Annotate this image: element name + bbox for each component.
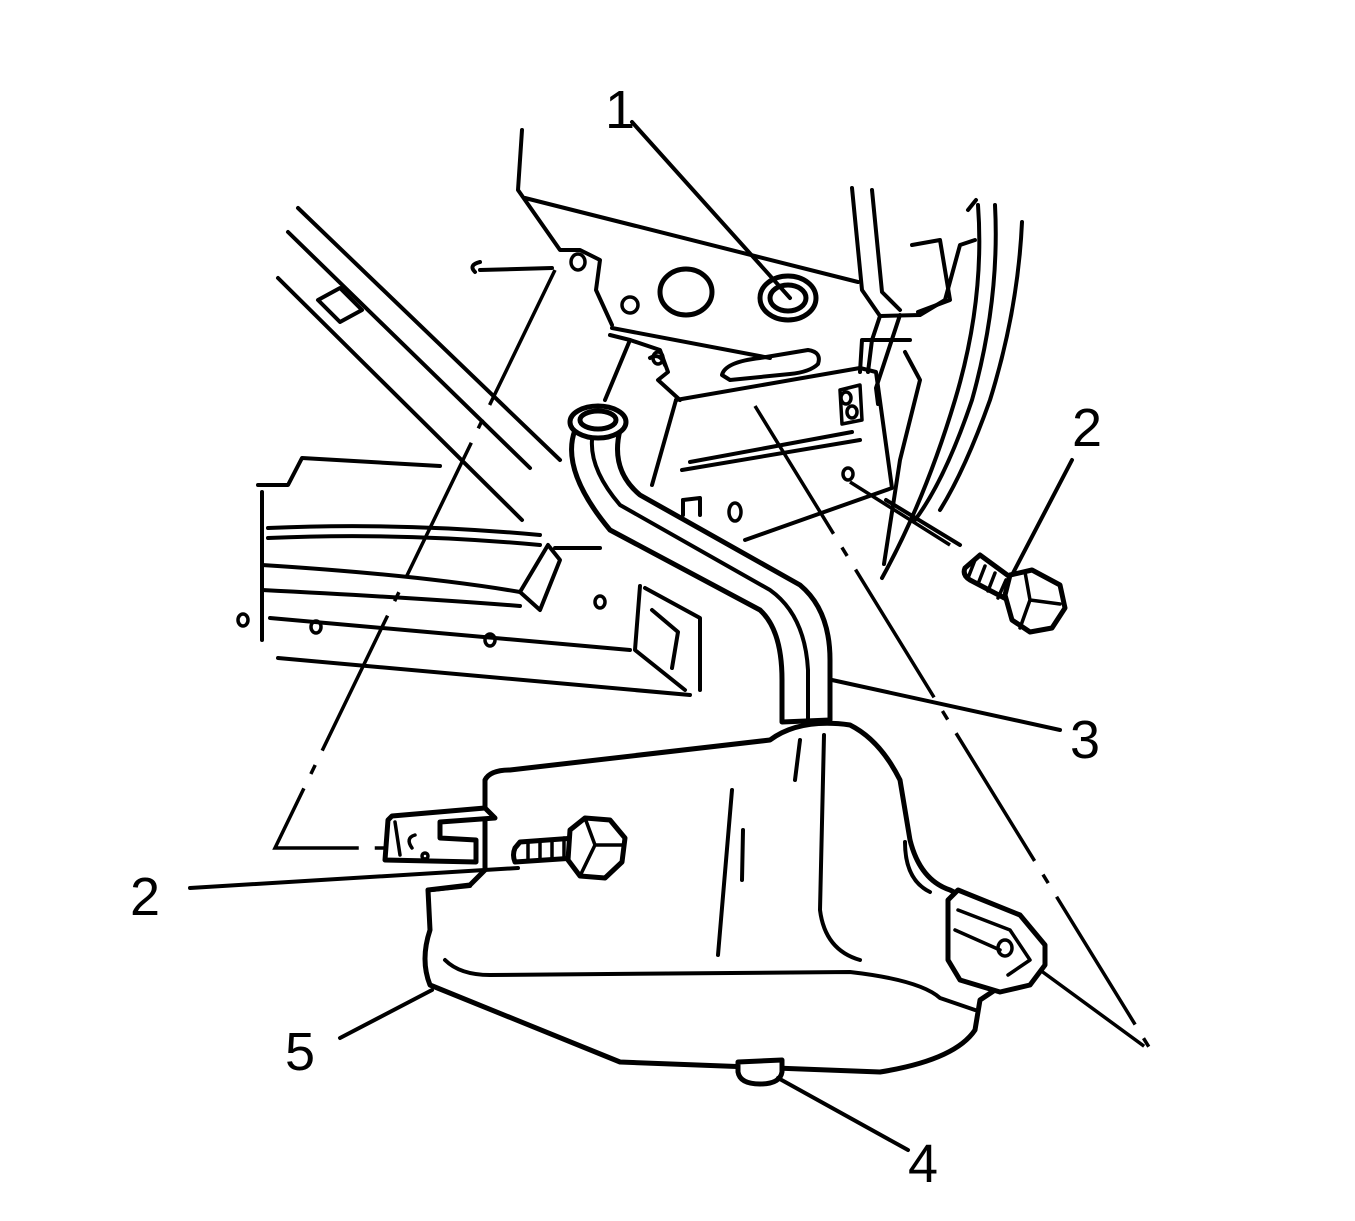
leader-2-upper [1010, 458, 1074, 577]
right-pillar [850, 186, 1024, 580]
washer-reservoir [382, 720, 1048, 1087]
upper-mounting-panel [470, 128, 912, 542]
leader-3 [830, 678, 1062, 732]
filler-neck-hose [567, 403, 833, 725]
alignment-lines [272, 269, 1154, 1054]
callout-1: 1 [605, 80, 635, 140]
callout-2-upper: 2 [1072, 398, 1102, 458]
washer-pump [735, 1057, 785, 1087]
callout-3: 3 [1070, 710, 1100, 770]
leader-lines [188, 120, 1074, 1152]
leader-2-lower [188, 866, 520, 890]
leader-5 [338, 988, 434, 1040]
leader-1 [630, 120, 792, 300]
bolt-upper [961, 552, 1068, 635]
callout-labels: 1 2 2 3 4 5 [130, 80, 1102, 1194]
callout-4: 4 [908, 1134, 938, 1194]
callout-2-lower: 2 [130, 867, 160, 927]
frame-rail-upper [276, 206, 562, 522]
leader-4 [776, 1076, 910, 1152]
bolt-lower [511, 815, 628, 881]
callout-5: 5 [285, 1022, 315, 1082]
